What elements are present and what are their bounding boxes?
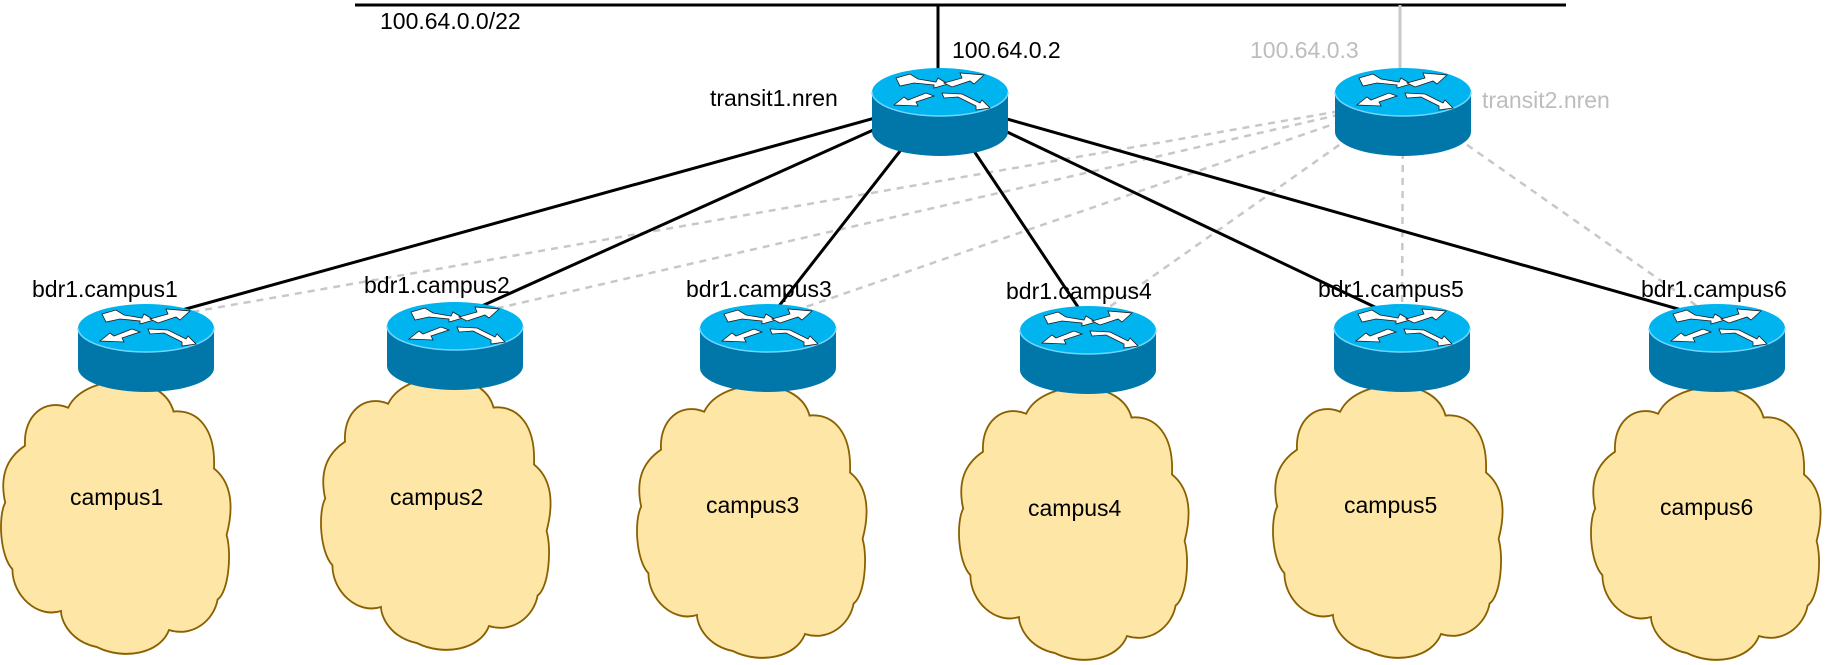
bdr1-campus3-label: bdr1.campus3: [686, 276, 832, 302]
campus4-label: campus4: [1028, 495, 1122, 521]
router-icon-bdr1-campus6: [1648, 303, 1786, 393]
bdr1-campus5-label: bdr1.campus5: [1318, 276, 1464, 302]
router-icon-bdr1-campus5: [1333, 303, 1471, 393]
active-link-bdr1-campus2: [454, 98, 941, 320]
backup-link-bdr1-campus1: [145, 98, 1404, 322]
active-link-bdr1-campus5: [939, 98, 1403, 322]
transit1-name-label: transit1.nren: [710, 85, 838, 111]
transit2-name-label: transit2.nren: [1482, 87, 1610, 113]
campus1-label: campus1: [70, 484, 163, 510]
bdr1-campus2-label: bdr1.campus2: [364, 272, 510, 298]
campus-cloud-campus6: [1590, 387, 1822, 661]
campus-cloud-campus4: [958, 387, 1190, 661]
active-link-bdr1-campus6: [939, 98, 1718, 322]
bdr1-campus4-label: bdr1.campus4: [1006, 278, 1152, 304]
campus5-label: campus5: [1344, 492, 1437, 518]
router-icon-bdr1-campus2: [386, 301, 524, 391]
bdr1-campus6-label: bdr1.campus6: [1641, 276, 1787, 302]
backup-link-bdr1-campus2: [454, 98, 1404, 320]
router-icon-bdr1-campus4: [1019, 305, 1157, 395]
campus2-label: campus2: [390, 484, 483, 510]
bdr1-campus1-label: bdr1.campus1: [32, 276, 178, 302]
router-icon-transit2: [1334, 67, 1472, 157]
network-label: 100.64.0.0/22: [380, 8, 521, 34]
router-icon-bdr1-campus3: [699, 303, 837, 393]
campus-cloud-campus1: [0, 381, 232, 655]
router-icon-transit1: [871, 67, 1009, 157]
transit1-ip-label: 100.64.0.2: [952, 37, 1061, 63]
campus6-label: campus6: [1660, 494, 1753, 520]
links-layer: [145, 98, 1718, 324]
campus3-label: campus3: [706, 492, 799, 518]
router-icon-bdr1-campus1: [77, 303, 215, 393]
campus-cloud-campus5: [1272, 385, 1504, 659]
backup-link-bdr1-campus3: [767, 98, 1404, 322]
transit2-ip-label: 100.64.0.3: [1250, 37, 1359, 63]
active-link-bdr1-campus1: [145, 98, 941, 322]
campus-cloud-campus2: [320, 377, 552, 651]
backup-link-bdr1-campus5: [1400, 99, 1405, 321]
campus-cloud-campus3: [636, 385, 868, 659]
